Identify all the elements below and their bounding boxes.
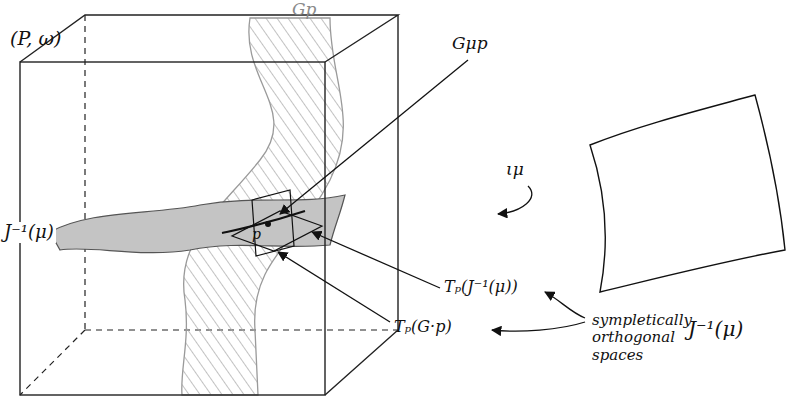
space-label: (P, ω): [10, 28, 61, 50]
annotation-note: sympletically orthogonal spaces: [592, 312, 688, 364]
leader-lines: [278, 60, 585, 331]
isotropy-orbit: [222, 211, 305, 233]
tangent-space-label: Tₚ(J⁻¹(μ)): [444, 278, 518, 296]
level-set-label: J⁻¹(μ): [688, 318, 743, 341]
cube-hidden-edges: [20, 15, 398, 395]
level-set-surface: [590, 95, 785, 292]
point-label: p: [252, 226, 261, 242]
point: [265, 221, 271, 227]
isotropy-orbit-label: Gμp: [452, 34, 488, 54]
level-set-surface: [50, 195, 345, 253]
inclusion-label: ιμ: [506, 160, 524, 180]
tangent-plane: [232, 211, 322, 251]
tangent-space-label: Tₚ(G·p): [394, 318, 452, 336]
level-set-label: J⁻¹(μ): [2, 222, 56, 243]
orbit-label: Gp: [292, 0, 316, 20]
cube: [20, 15, 398, 395]
tangent-plane: [252, 190, 294, 256]
